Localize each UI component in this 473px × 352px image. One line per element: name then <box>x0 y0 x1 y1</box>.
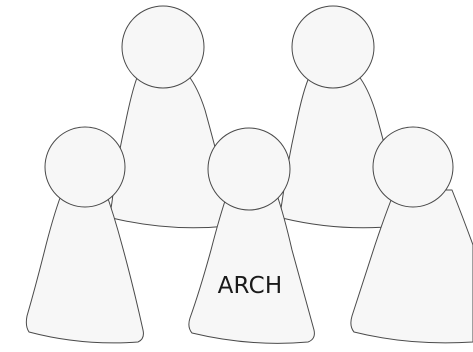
pawn-front-right-head <box>373 127 453 207</box>
pawn-back-left-head <box>122 6 204 88</box>
pawn-back-right-head <box>292 6 374 88</box>
pawn-front-left-head <box>45 127 125 207</box>
pawn-front-center-label: ARCH <box>218 273 283 299</box>
pawn-back-left <box>111 6 233 228</box>
pawn-front-center-head <box>208 128 290 210</box>
